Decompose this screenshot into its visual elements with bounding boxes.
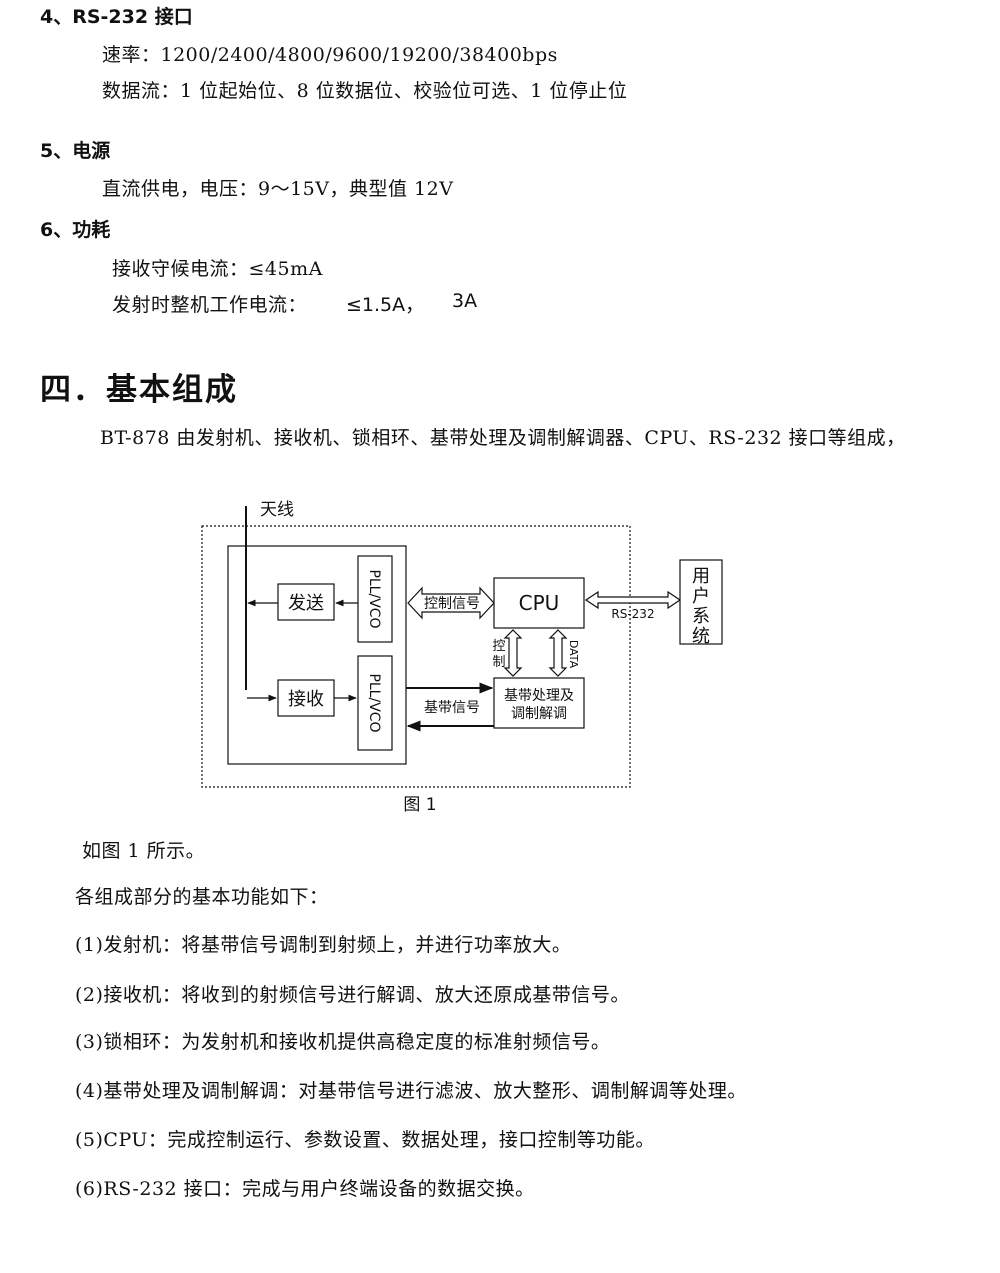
transmit-label: 发送 <box>288 593 324 614</box>
outer-frame <box>201 525 631 788</box>
user-system-char-1: 用 <box>692 566 710 587</box>
functions-intro: 各组成部分的基本功能如下： <box>75 886 329 908</box>
rs232-rate: 速率：1200/2400/4800/9600/19200/38400bps <box>102 44 558 66</box>
baseband-block <box>493 677 585 729</box>
data-label: DATA <box>567 640 580 669</box>
rs232-dataflow: 数据流：1 位起始位、8 位数据位、校验位可选、1 位停止位 <box>102 80 628 102</box>
standby-current: 接收守候电流：≤45mA <box>112 258 323 280</box>
control-char-2: 制 <box>492 655 505 670</box>
control-char-1: 控 <box>492 639 505 654</box>
pll-vco-top-block <box>357 555 393 643</box>
function-item-2: (2)接收机：将收到的射频信号进行解调、放大还原成基带信号。 <box>75 984 630 1006</box>
pll-vco-bottom-label: PLL/VCO <box>366 673 382 732</box>
work-current-label: 发射时整机工作电流： <box>112 294 308 316</box>
user-system-char-3: 系 <box>692 606 710 627</box>
function-item-1: (1)发射机：将基带信号调制到射频上，并进行功率放大。 <box>75 934 572 956</box>
control-signal-label: 控制信号 <box>424 596 480 612</box>
receive-block <box>277 679 335 717</box>
rf-module-frame <box>227 545 407 765</box>
antenna-label: 天线 <box>260 500 294 520</box>
see-figure-text: 如图 1 所示。 <box>82 840 206 862</box>
user-system-char-4: 统 <box>692 626 710 647</box>
rs232-label: RS-232 <box>611 607 654 621</box>
function-item-5: (5)CPU：完成控制运行、参数设置、数据处理，接口控制等功能。 <box>75 1129 655 1151</box>
baseband-label-line2: 调制解调 <box>511 706 567 722</box>
pll-vco-bottom-block <box>357 655 393 751</box>
transmit-block <box>277 583 335 621</box>
function-item-6: (6)RS-232 接口：完成与用户终端设备的数据交换。 <box>75 1178 535 1200</box>
user-system-block <box>679 559 723 645</box>
control-vertical-arrow <box>503 629 523 677</box>
receive-label: 接收 <box>288 689 324 710</box>
work-current-value1: ≤1.5A， <box>346 294 425 316</box>
rs232-arrow <box>584 590 682 610</box>
section-intro: BT-878 由发射机、接收机、锁相环、基带处理及调制解调器、CPU、RS-23… <box>100 427 906 449</box>
data-vertical-arrow <box>548 629 568 677</box>
pll-vco-top-label: PLL/VCO <box>366 569 382 628</box>
cpu-label: CPU <box>519 591 560 615</box>
rs232-heading: 4、RS-232 接口 <box>40 6 193 28</box>
cpu-block <box>493 577 585 629</box>
control-signal-arrow <box>407 586 495 620</box>
work-current-value2: 3A <box>452 290 478 312</box>
figure-caption: 图 1 <box>403 795 436 815</box>
block-diagram: 天线 发送 PLL/VCO PLL/VCO 接收 CPU 控制信号 RS-232… <box>201 500 723 815</box>
baseband-signal-label: 基带信号 <box>424 699 480 716</box>
baseband-label-line1: 基带处理及 <box>504 687 574 704</box>
consumption-heading: 6、功耗 <box>40 219 111 241</box>
function-item-4: (4)基带处理及调制解调：对基带信号进行滤波、放大整形、调制解调等处理。 <box>75 1080 747 1102</box>
power-heading: 5、电源 <box>40 140 111 162</box>
section-title: 四．基本组成 <box>40 372 238 408</box>
user-system-char-2: 户 <box>692 586 710 607</box>
function-item-3: (3)锁相环：为发射机和接收机提供高稳定度的标准射频信号。 <box>75 1031 611 1053</box>
power-supply: 直流供电，电压：9～15V，典型值 12V <box>102 178 454 200</box>
